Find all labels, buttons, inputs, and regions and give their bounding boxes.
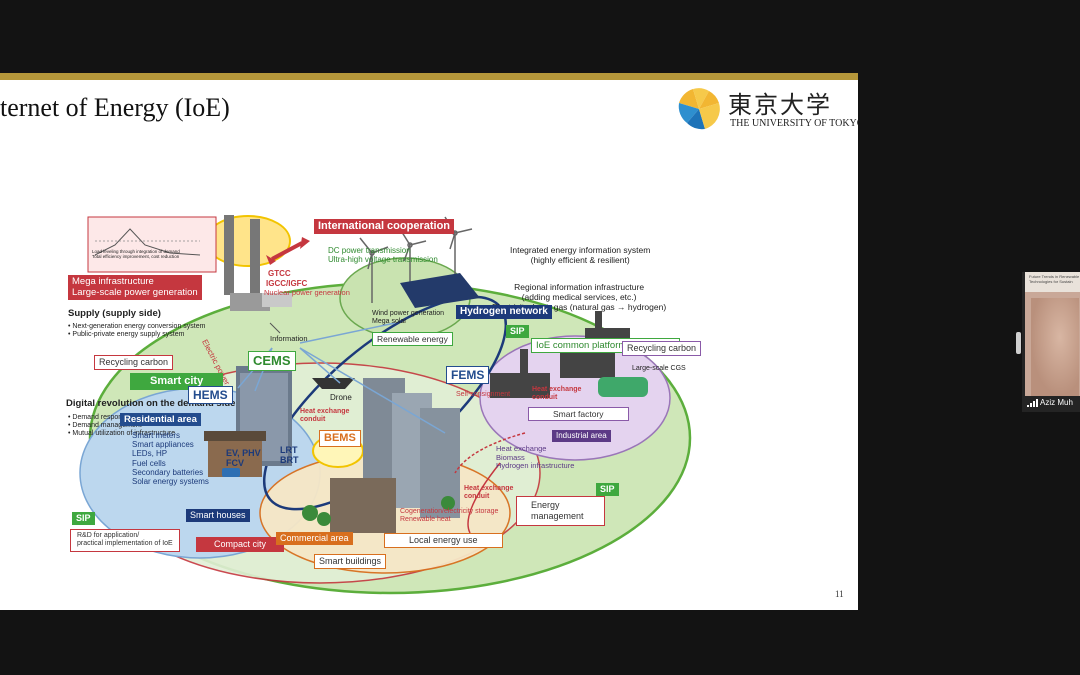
heat-exchange-conduit-bottom: Heat exchange conduit <box>464 485 514 501</box>
self-consignment-label: Self-consignment <box>456 391 511 398</box>
supply-side-heading: Supply (supply side) <box>68 308 161 319</box>
house-roof <box>204 431 266 441</box>
signal-strength-icon <box>1027 399 1038 407</box>
university-logo-icon <box>678 88 720 130</box>
bems-box: BEMS <box>319 430 361 448</box>
sip-badge-top: SIP <box>506 325 529 338</box>
ev-phv-fcv: EV, PHV FCV <box>226 448 261 469</box>
smart-factory-label: Smart factory <box>528 407 629 422</box>
smart-houses-label: Smart houses <box>186 509 250 522</box>
hems-box: HEMS <box>188 386 233 405</box>
cems-box: CEMS <box>248 351 296 371</box>
nuclear-label: Nuclear power generation <box>264 288 350 297</box>
participant-video: Future Trends in Renewable Technologies … <box>1025 272 1080 396</box>
fems-box: FEMS <box>446 366 490 385</box>
slide-title: ternet of Energy (IoE) <box>0 93 230 122</box>
recycling-carbon-right: Recycling carbon <box>622 341 702 356</box>
commercial-area-label: Commercial area <box>276 532 353 545</box>
solar-panels <box>400 273 480 308</box>
residential-items: Smart meters Smart appliances LEDs, HP F… <box>132 431 209 486</box>
digital-revolution-heading: Digital revolution on the demand side <box>66 398 236 409</box>
drone-label: Drone <box>330 393 352 402</box>
sip-badge-left: SIP <box>72 512 95 525</box>
load-chart-caption: Load leveling through integration of dem… <box>92 249 180 260</box>
sip-badge-right: SIP <box>596 483 619 496</box>
logo-japanese-text: 東京大学 <box>728 91 832 119</box>
energy-management-box: Energy management <box>516 496 605 526</box>
compact-city-label: Compact city <box>196 537 285 552</box>
industrial-area-label: Industrial area <box>552 430 611 442</box>
recycling-carbon-left: Recycling carbon <box>94 355 174 370</box>
ioe-diagram: Load leveling through integration of dem… <box>0 133 858 610</box>
international-arrow <box>266 237 310 265</box>
mega-infrastructure-box: Mega infrastructure Large-scale power ge… <box>68 275 202 300</box>
smart-city-label: Smart city <box>130 373 224 391</box>
car <box>222 468 240 477</box>
lrt-brt: LRT BRT <box>280 445 299 466</box>
wind-mega-solar: Wind power generation Mega solar <box>372 310 444 326</box>
smart-buildings-label: Smart buildings <box>314 554 387 569</box>
heat-exchange-conduit-right: Heat exchange conduit <box>532 386 582 402</box>
rd-application-box: R&D for application/ practical implement… <box>70 529 180 552</box>
load-leveling-card <box>87 216 217 273</box>
transmission-notes: DC power transmission Ultra-high voltage… <box>328 246 438 265</box>
logo-english-text: THE UNIVERSITY OF TOKYO <box>730 118 858 129</box>
regional-info-text: Regional information infrastructure (add… <box>492 282 667 312</box>
international-cooperation-label: International cooperation <box>314 219 455 235</box>
heat-exchange-conduit-mid: Heat exchange conduit <box>300 408 350 424</box>
large-scale-cgs-label: Large-scale CGS <box>632 365 686 372</box>
thumbnail-caption: Future Trends in Renewable Technologies … <box>1029 274 1080 284</box>
slide-header-bar <box>0 73 858 80</box>
shared-screen-thumbnail: Future Trends in Renewable Technologies … <box>1025 272 1080 292</box>
power-plant-towers <box>224 215 292 311</box>
panel-collapse-handle[interactable] <box>1016 332 1021 354</box>
drone <box>312 378 355 389</box>
trees <box>302 496 455 526</box>
supply-bullets: • Next-generation energy conversion syst… <box>68 323 206 339</box>
page-number: 11 <box>835 589 844 599</box>
information-label: Information <box>270 334 308 343</box>
integrated-system-text: Integrated energy information system (hi… <box>510 245 651 265</box>
demand-bullets: • Demand response • Demand management • … <box>68 414 176 438</box>
apartment-block <box>330 478 396 533</box>
residential-area-label: Residential area <box>120 413 201 427</box>
participant-face <box>1031 298 1079 396</box>
presentation-slide: ternet of Energy (IoE) 東京大学 THE UNIVERSI… <box>0 73 858 610</box>
participant-video-tile[interactable]: Future Trends in Renewable Technologies … <box>1022 272 1080 412</box>
cgs-turbine <box>598 377 648 397</box>
heat-conduits <box>454 432 526 534</box>
renewable-energy-label: Renewable energy <box>372 332 453 347</box>
participant-name: Aziz Muh <box>1040 398 1073 407</box>
igcc-label: IGCC/IGFC <box>266 279 308 288</box>
local-energy-use-label: Local energy use <box>384 533 503 548</box>
cogeneration-label: Cogeneration/electricity storage Renewab… <box>400 508 499 524</box>
info-arrow <box>269 322 281 334</box>
hydrogen-network-label: Hydrogen network <box>456 305 552 319</box>
heat-biomass-hydrogen: Heat exchange Biomass Hydrogen infrastru… <box>496 444 575 471</box>
gtcc-label: GTCC <box>268 269 291 278</box>
power-plant-highlight <box>205 215 291 267</box>
